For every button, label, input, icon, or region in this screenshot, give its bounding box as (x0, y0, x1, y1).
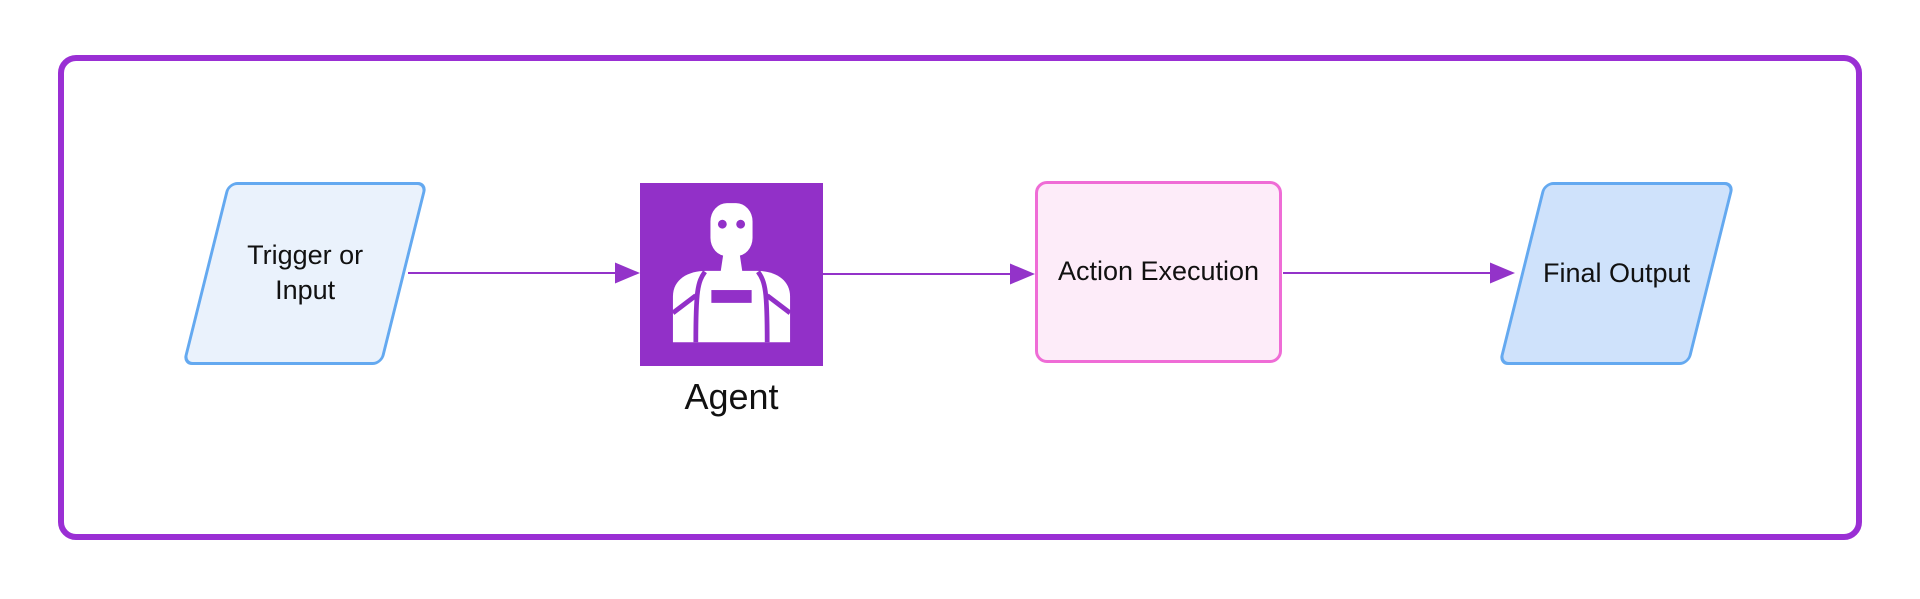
trigger-label: Trigger or Input (246, 240, 364, 306)
node-agent (640, 183, 823, 366)
node-action-execution: Action Execution (1035, 181, 1282, 363)
robot-icon (640, 183, 823, 366)
output-label: Final Output (1542, 257, 1691, 288)
action-label: Action Execution (1057, 256, 1260, 287)
agent-label: Agent (684, 376, 779, 417)
